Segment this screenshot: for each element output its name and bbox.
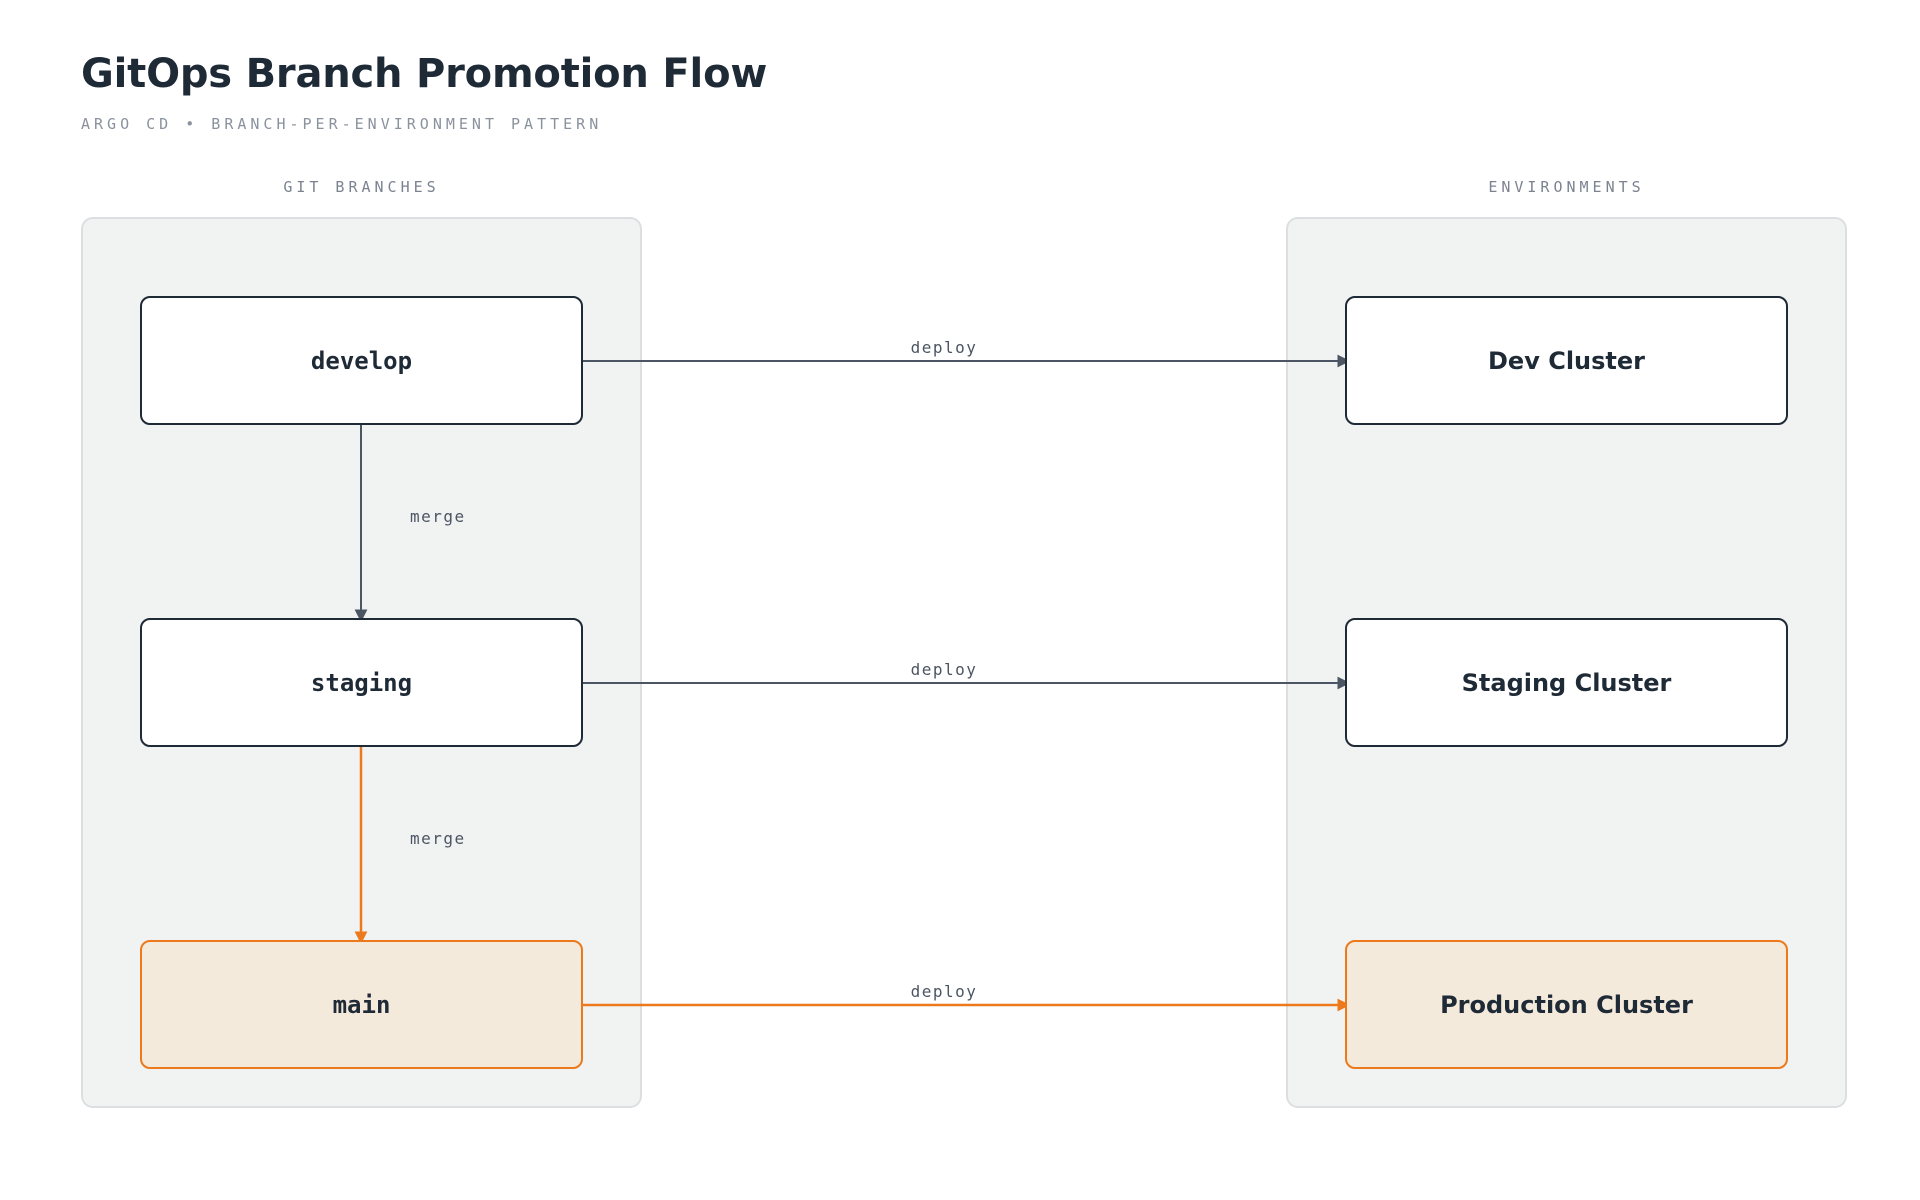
env-node-dev-cluster: Dev Cluster (1345, 296, 1788, 425)
branch-node-main: main (140, 940, 583, 1069)
edge-label-deploy-dev: deploy (883, 338, 1005, 358)
env-node-staging-cluster: Staging Cluster (1345, 618, 1788, 747)
edge-label-merge-develop-staging: merge (410, 507, 466, 526)
edge-label-deploy-staging: deploy (883, 660, 1005, 680)
page-subtitle: ARGO CD • BRANCH-PER-ENVIRONMENT PATTERN (81, 115, 603, 133)
env-node-production-cluster: Production Cluster (1345, 940, 1788, 1069)
page-title: GitOps Branch Promotion Flow (81, 51, 768, 97)
lane-title-environments: ENVIRONMENTS (1488, 178, 1645, 196)
edge-label-deploy-prod: deploy (883, 982, 1005, 1002)
branch-node-staging: staging (140, 618, 583, 747)
lane-title-git-branches: GIT BRANCHES (283, 178, 440, 196)
branch-node-develop: develop (140, 296, 583, 425)
edge-label-merge-staging-main: merge (410, 829, 466, 848)
